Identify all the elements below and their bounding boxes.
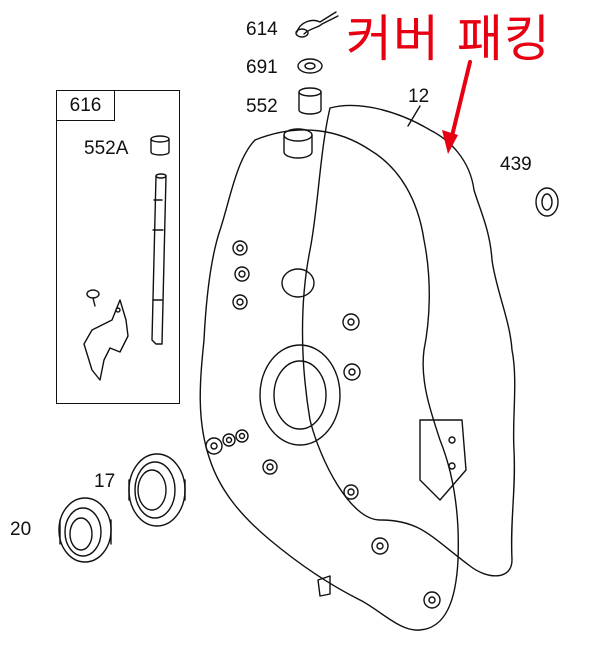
- bushing-552a: [150, 135, 170, 156]
- governor-lever: [83, 299, 129, 381]
- part-label-439: 439: [500, 154, 532, 175]
- crankcase-cover: [199, 128, 467, 631]
- part-label-12: 12: [408, 86, 430, 107]
- part-label-552a: 552A: [84, 138, 129, 159]
- kit-616-label: 616: [57, 91, 115, 121]
- part-label-552: 552: [246, 96, 278, 117]
- callout-arrow: [442, 60, 472, 154]
- part-label-691: 691: [246, 57, 278, 78]
- ball-bearing-17: [128, 453, 186, 527]
- part-label-17: 17: [94, 471, 116, 492]
- kit-616-box: 616: [56, 90, 180, 404]
- cover-gasket-title: 커버 패킹: [346, 10, 551, 68]
- governor-shaft: [151, 173, 167, 345]
- bushing-552: [298, 87, 322, 115]
- part-label-614: 614: [246, 19, 278, 40]
- cover-gasket-12: [301, 104, 516, 577]
- leader-line-12: [407, 105, 421, 127]
- oil-seal-20: [58, 497, 112, 563]
- cotter-pin-614: [295, 11, 339, 38]
- screw: [86, 289, 100, 307]
- part-label-20: 20: [10, 519, 32, 540]
- washer-439: [535, 187, 559, 217]
- washer-691: [297, 58, 323, 74]
